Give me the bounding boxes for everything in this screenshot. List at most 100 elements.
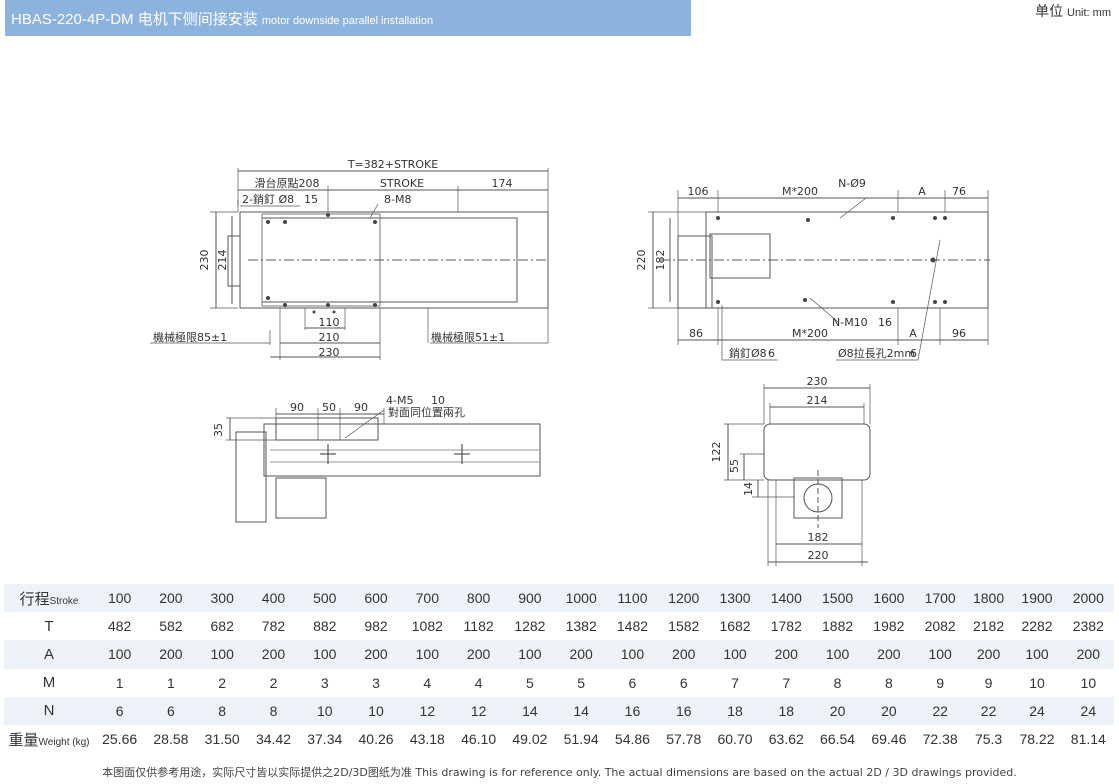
table-cell: 22 bbox=[965, 696, 1012, 725]
table-cell: 2 bbox=[196, 668, 248, 697]
table-cell: 782 bbox=[247, 612, 300, 641]
row-header-label: A bbox=[43, 645, 54, 663]
label-stroke: STROKE bbox=[380, 177, 424, 190]
table-cell: 1900 bbox=[1011, 584, 1063, 613]
side-motor-flange bbox=[235, 431, 267, 523]
label-d90b: 90 bbox=[354, 401, 368, 414]
table-cell: 14 bbox=[504, 696, 556, 725]
table-cell: 1000 bbox=[555, 584, 607, 613]
table-cell: 75.3 bbox=[965, 724, 1012, 754]
label-d220: 220 bbox=[635, 250, 648, 271]
table-cell: 200 bbox=[760, 640, 812, 669]
table-cell: 16 bbox=[606, 696, 659, 725]
table-cell: 4 bbox=[452, 668, 505, 697]
table-cell: 2382 bbox=[1062, 612, 1114, 641]
table-cell: 882 bbox=[299, 612, 351, 641]
row-header: M bbox=[4, 668, 94, 697]
table-cell: 100 bbox=[299, 640, 351, 669]
table-cell: 1 bbox=[94, 668, 146, 697]
table-cell: 200 bbox=[965, 640, 1012, 669]
label-d86: 86 bbox=[689, 327, 703, 340]
table-cell: 100 bbox=[401, 640, 453, 669]
table-cell: 49.02 bbox=[504, 724, 556, 754]
label-d50: 50 bbox=[322, 401, 336, 414]
unit-label: 单位 Unit: mm bbox=[1035, 1, 1111, 21]
table-cell: 200 bbox=[863, 640, 915, 669]
label-side-note: 對面同位置兩孔 bbox=[388, 405, 465, 419]
table-cell: 6 bbox=[145, 696, 197, 725]
table-cell: 100 bbox=[94, 640, 146, 669]
label-end-174: 174 bbox=[492, 177, 513, 190]
table-cell: 10 bbox=[299, 696, 351, 725]
table-cell: 500 bbox=[299, 584, 351, 613]
table-cell: 1100 bbox=[606, 584, 659, 613]
table-cell: 100 bbox=[94, 584, 146, 613]
table-cell: 5 bbox=[555, 668, 607, 697]
row-header-label: T bbox=[44, 617, 54, 635]
side-carriage bbox=[275, 417, 379, 441]
table-cell: 1982 bbox=[863, 612, 915, 641]
label-d35: 35 bbox=[212, 423, 225, 437]
label-bottom-pin-depth: 6 bbox=[768, 347, 775, 360]
table-cell: 16 bbox=[658, 696, 710, 725]
table-cell: 900 bbox=[504, 584, 556, 613]
label-pin-depth: 15 bbox=[304, 193, 318, 206]
table-cell: 72.38 bbox=[914, 724, 966, 754]
table-cell: 5 bbox=[504, 668, 556, 697]
table-cell: 100 bbox=[606, 640, 659, 669]
label-m5-depth: 10 bbox=[431, 394, 445, 407]
label-d210: 210 bbox=[319, 331, 340, 344]
row-header-label: M bbox=[42, 674, 56, 692]
label-end-d214: 214 bbox=[807, 394, 828, 407]
table-cell: 2000 bbox=[1062, 584, 1114, 613]
table-cell: 6 bbox=[658, 668, 710, 697]
label-d96: 96 bbox=[952, 327, 966, 340]
table-cell: 54.86 bbox=[606, 724, 659, 754]
label-origin: 滑台原點208 bbox=[255, 176, 320, 190]
label-d76: 76 bbox=[952, 185, 966, 198]
label-m200-top: M*200 bbox=[782, 185, 818, 198]
table-cell: 1300 bbox=[709, 584, 761, 613]
table-cell: 100 bbox=[196, 640, 248, 669]
table-cell: 12 bbox=[452, 696, 505, 725]
row-header: A bbox=[4, 640, 94, 669]
table-cell: 57.78 bbox=[658, 724, 710, 754]
label-d110: 110 bbox=[319, 316, 340, 329]
table-cell: 10 bbox=[1062, 668, 1114, 697]
top-view bbox=[150, 168, 549, 360]
table-cell: 1482 bbox=[606, 612, 659, 641]
table-cell: 51.94 bbox=[555, 724, 607, 754]
table-cell: 682 bbox=[196, 612, 248, 641]
table-cell: 9 bbox=[914, 668, 966, 697]
footer-note: 本图面仅供参考用途，实际尺寸皆以实际提供之2D/3D图纸为准 This draw… bbox=[102, 766, 1017, 779]
table-cell: 4 bbox=[401, 668, 453, 697]
table-cell: 31.50 bbox=[196, 724, 248, 754]
table-cell: 1282 bbox=[504, 612, 556, 641]
table-cell: 69.46 bbox=[863, 724, 915, 754]
label-a-bottom: A bbox=[909, 327, 917, 340]
table-cell: 9 bbox=[965, 668, 1012, 697]
table-cell: 18 bbox=[760, 696, 812, 725]
title-bar: HBAS-220-4P-DM 电机下侧间接安装 motor downside p… bbox=[5, 0, 691, 36]
row-header: T bbox=[4, 612, 94, 641]
label-slot: Ø8拉長孔2mm bbox=[838, 346, 915, 360]
table-cell: 100 bbox=[914, 640, 966, 669]
label-n-m10: N-M10 bbox=[832, 316, 868, 329]
label-d90a: 90 bbox=[290, 401, 304, 414]
label-h214: 214 bbox=[216, 250, 229, 271]
table-cell: 81.14 bbox=[1062, 724, 1114, 754]
label-total-length: T=382+STROKE bbox=[347, 158, 438, 171]
table-cell: 10 bbox=[1011, 668, 1063, 697]
label-h230: 230 bbox=[198, 250, 211, 271]
table-cell: 60.70 bbox=[709, 724, 761, 754]
label-a-top: A bbox=[918, 185, 926, 198]
row-header-sub: Stroke bbox=[49, 595, 79, 607]
table-cell: 100 bbox=[811, 640, 864, 669]
table-cell: 18 bbox=[709, 696, 761, 725]
table-cell: 100 bbox=[709, 640, 761, 669]
